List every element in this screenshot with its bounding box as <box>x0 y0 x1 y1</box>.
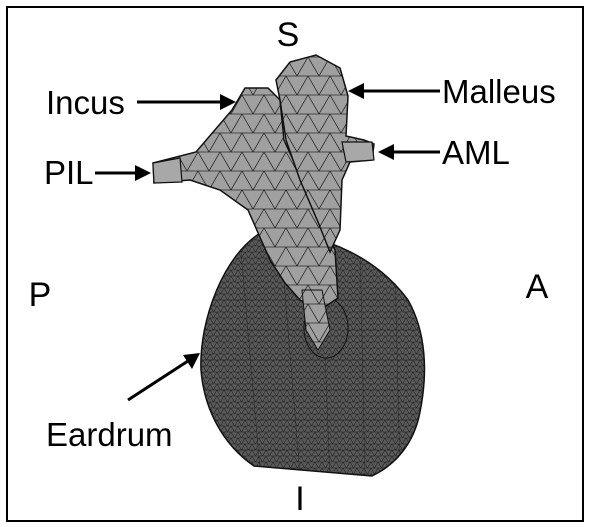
pil-label: PIL <box>44 154 94 191</box>
anterior-label: A <box>526 268 549 306</box>
eardrum-label: Eardrum <box>46 416 173 453</box>
superior-label: S <box>277 16 300 54</box>
aml-label: AML <box>442 134 510 171</box>
inferior-label: I <box>295 480 304 518</box>
malleus-label: Malleus <box>442 73 556 110</box>
incus-label: Incus <box>46 84 125 121</box>
posterior-label: P <box>29 276 52 314</box>
